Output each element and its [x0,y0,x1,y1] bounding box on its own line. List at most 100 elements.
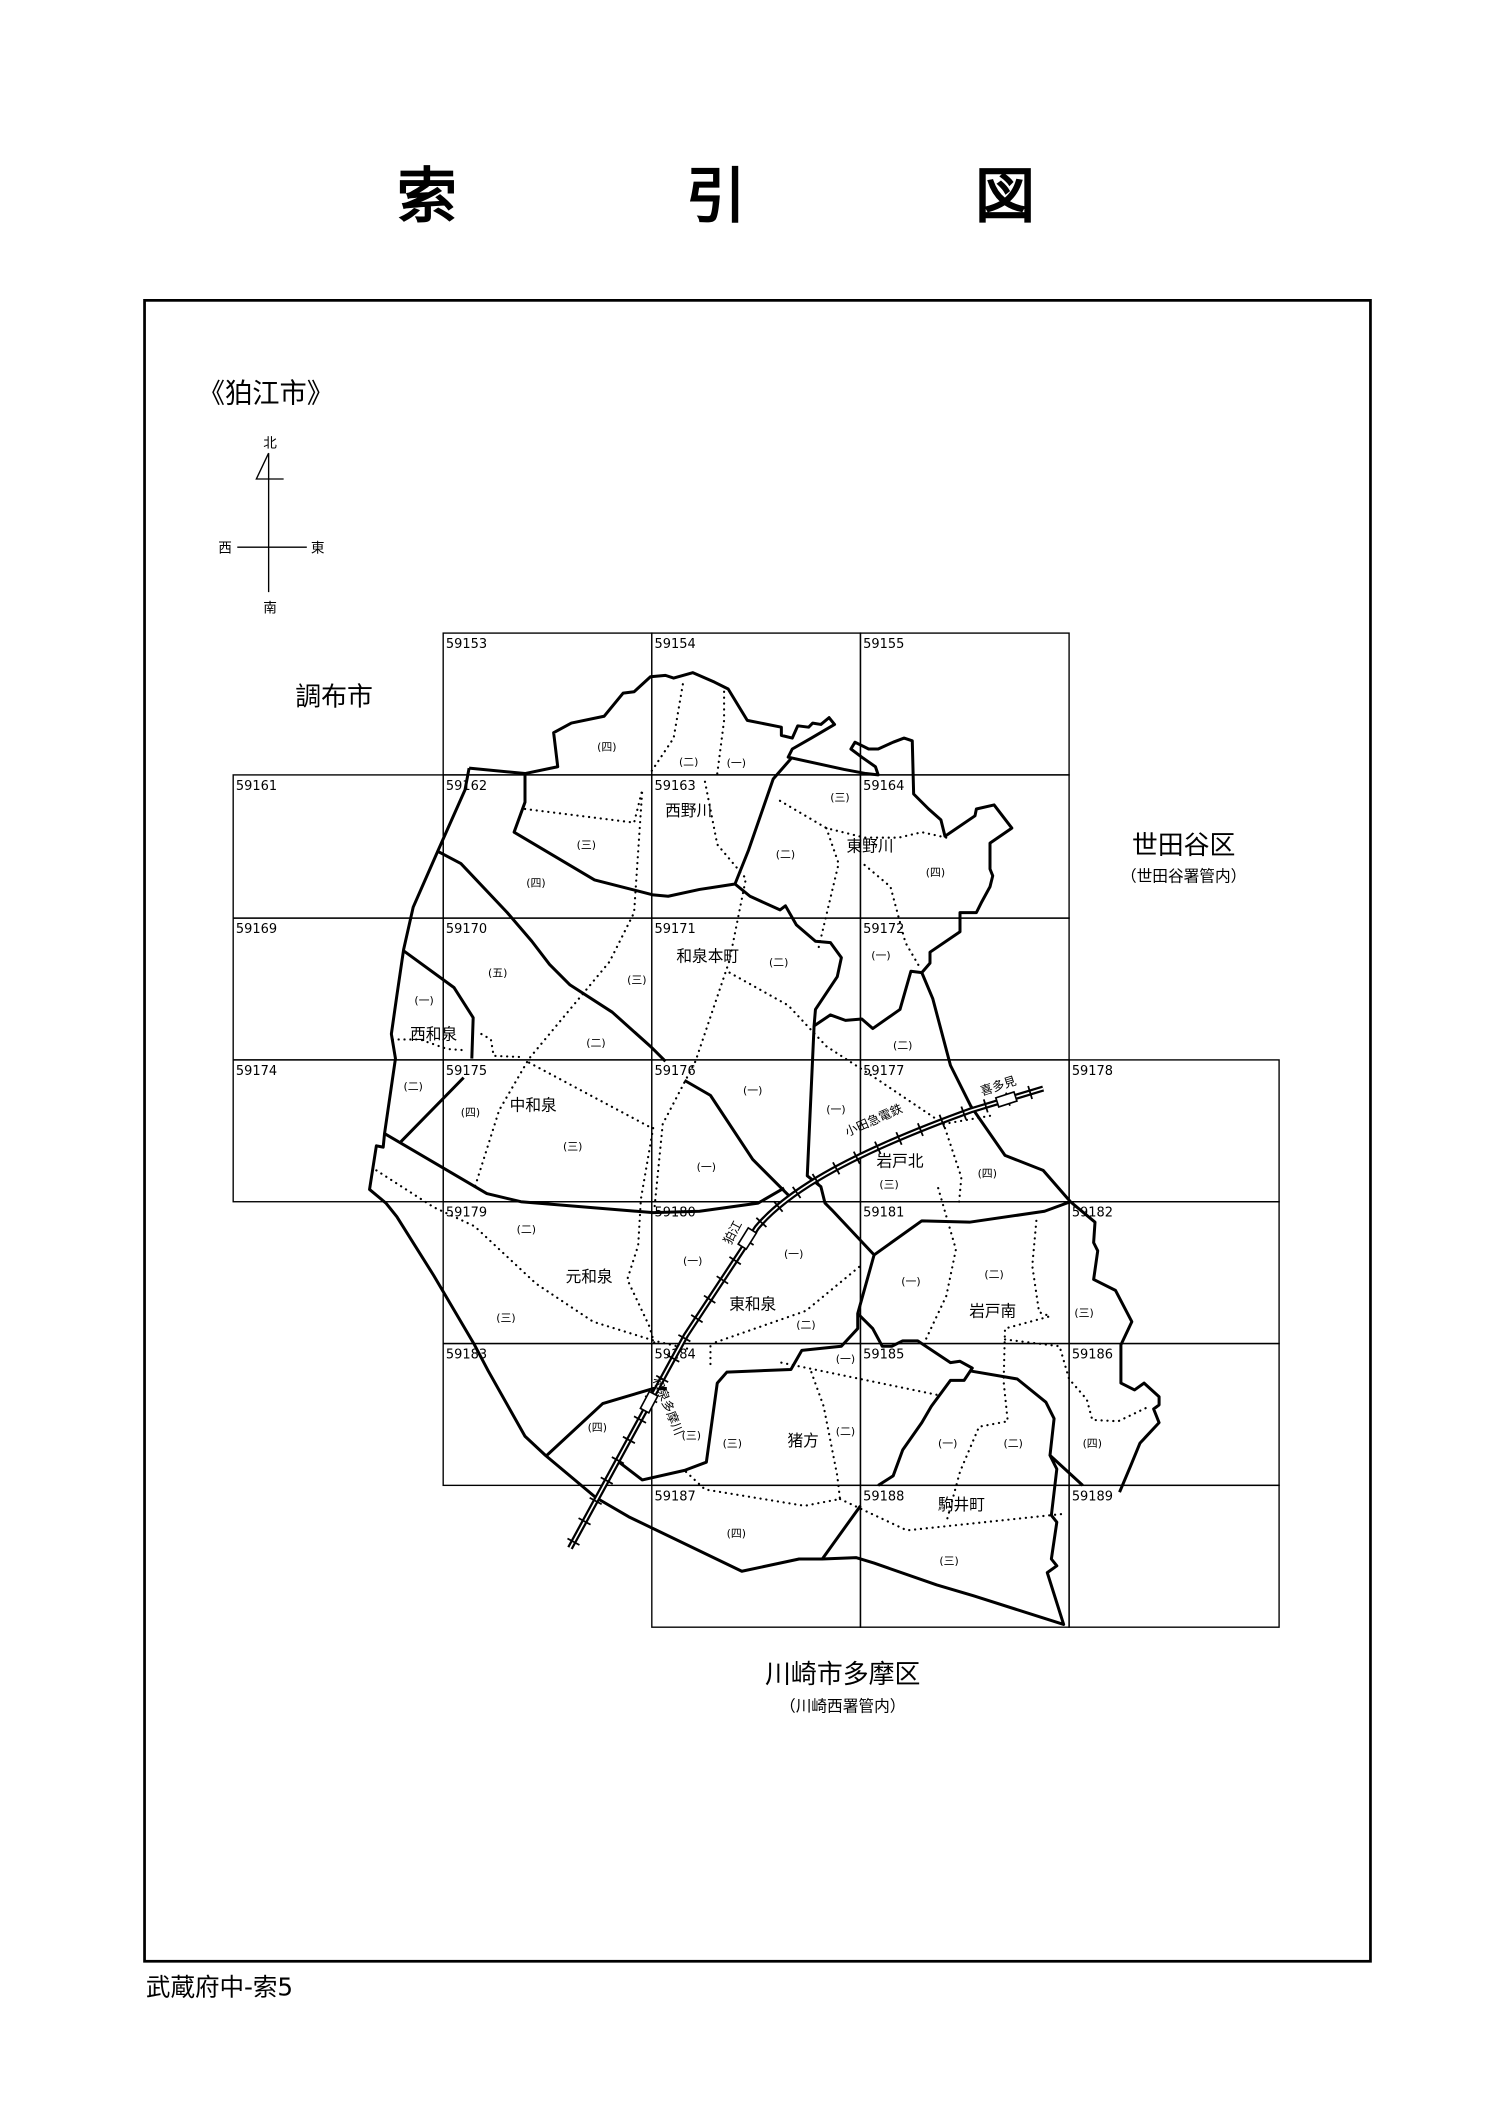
compass-south: 南 [263,601,277,617]
compass-north: 北 [263,436,277,452]
railway-tick [600,1476,614,1485]
chome-label: (三) [830,791,849,804]
grid-sheet[interactable]: 59153 [442,632,653,776]
page-title: 索 引 図 [397,162,1120,232]
town-boundary [618,1025,876,1482]
grid-sheet[interactable]: 59182 [1068,1201,1280,1345]
grid-sheet[interactable]: 59186 [1068,1342,1280,1487]
chome-boundary [1003,1338,1151,1423]
chome-label: (一) [697,1160,716,1173]
railway-tick [578,1517,591,1526]
grid-sheet[interactable]: 59161 [232,774,444,919]
city-label: 《狛江市》 [198,379,334,410]
railway-tick [633,1415,647,1424]
grid-sheet[interactable]: 59162 [442,774,653,919]
grid-sheet-number: 59164 [863,779,904,794]
grid-sheet[interactable]: 59187 [651,1484,862,1628]
grid-sheet-border [859,632,1070,776]
compass-west: 西 [218,541,232,557]
chome-label: (二) [403,1080,422,1093]
grid-sheet-number: 59179 [446,1206,487,1221]
railway-tick [589,1496,603,1506]
station-komae-icon [737,1226,758,1251]
railway-tick [567,1537,580,1546]
grid-sheet[interactable]: 59172 [859,917,1070,1061]
grid-sheet-number: 59181 [863,1206,904,1221]
grid-sheet-number: 59189 [1072,1489,1113,1504]
grid-sheet[interactable]: 59178 [1068,1059,1280,1203]
chome-label: (四) [597,740,616,753]
town-name: 岩戸北 [876,1151,923,1170]
chome-label: (一) [826,1103,845,1116]
chome-boundary [473,789,644,1190]
grid-sheet-border [651,1201,862,1345]
chome-label: (二) [836,1425,855,1438]
grid-sheet-border [1068,1201,1280,1345]
grid-sheet[interactable]: 59170 [442,917,653,1061]
chome-boundary [923,1187,958,1344]
town-boundary [856,1312,974,1487]
railway-tick [690,1314,704,1324]
railway-tick [811,1173,821,1187]
grid-sheet[interactable]: 59179 [442,1201,653,1345]
neighbor-kawasaki-tama: 川崎市多摩区 [765,1660,920,1690]
town-names: 西野川東野川和泉本町西和泉中和泉岩戸北元和泉東和泉岩戸南猪方駒井町 [410,801,1016,1514]
railway-tick [755,1217,768,1228]
station-kitami-icon [994,1090,1018,1108]
chome-boundary [391,1038,468,1052]
grid-sheet-number: 59178 [1072,1064,1113,1079]
railway-tick [611,1456,625,1465]
grid-sheet-number: 59185 [863,1348,904,1363]
grid-sheet-number: 59170 [446,922,487,937]
railway-name: 小田急電鉄 [843,1101,905,1140]
railway-tick [895,1131,903,1146]
chome-label: (二) [517,1223,536,1236]
grid-sheet[interactable]: 59154 [651,632,862,776]
grid-sheet-number: 59182 [1072,1206,1113,1221]
chome-boundary [778,799,948,839]
chome-boundary [716,685,726,775]
grid-sheet[interactable]: 59175 [442,1059,653,1203]
grid-sheet-border [232,774,444,919]
chome-label: (一) [683,1254,702,1267]
compass-east: 東 [311,541,325,557]
grid-sheet-border [651,1342,862,1487]
compass: 北 西 東 南 [218,436,325,617]
chome-label: (一) [938,1437,957,1450]
town-name: 元和泉 [566,1267,613,1286]
grid-sheet[interactable]: 59163 [651,774,862,919]
boundaries [368,671,1161,1626]
town-boundary [873,1200,1071,1257]
chome-boundary [838,1497,1064,1532]
grid-sheet-border [1068,1059,1280,1203]
town-boundary [683,1079,791,1198]
chome-label: (二) [769,956,788,969]
chome-boundary [943,1127,963,1209]
grid-sheet[interactable]: 59176 [651,1059,862,1203]
chome-label: (四) [727,1527,746,1540]
chome-label: (一) [871,949,890,962]
chome-label: (二) [893,1039,912,1052]
chome-label: (三) [1074,1306,1093,1319]
town-name: 和泉本町 [676,947,739,966]
chome-boundary [653,780,748,1209]
chome-label: (三) [577,839,596,852]
town-name: 岩戸南 [969,1301,1016,1320]
grid-sheet[interactable]: 59180 [651,1201,862,1345]
chome-boundary [863,863,922,970]
chome-label: (一) [414,994,433,1007]
neighbor-labels: 調布市 世田谷区 （世田谷署管内） 川崎市多摩区 （川崎西署管内） [295,682,1246,1715]
grid-sheet[interactable]: 59155 [859,632,1070,776]
grid-sheet[interactable]: 59189 [1068,1484,1280,1628]
chome-label: (二) [984,1268,1003,1281]
grid-sheet[interactable]: 59184 [651,1342,862,1487]
chome-label: (五) [488,967,507,980]
grid-sheet-number: 59154 [655,637,696,652]
chome-label: (三) [939,1554,958,1567]
railway-tick [703,1294,716,1304]
chome-boundary [480,1032,525,1059]
town-boundary [969,1369,1056,1456]
grid-sheet-number: 59163 [655,779,696,794]
neighbor-chofu: 調布市 [295,682,373,712]
chome-boundary [817,826,840,951]
